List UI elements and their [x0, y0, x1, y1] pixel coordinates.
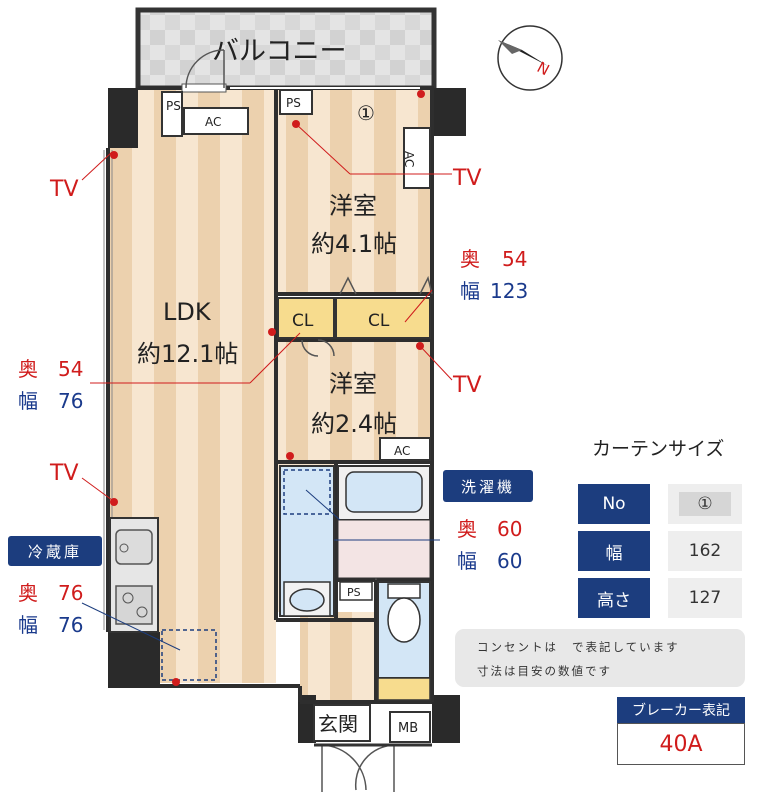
tv-label-2: TV — [452, 166, 482, 191]
curtain-row-value-width: 162 — [668, 531, 742, 571]
western1-name: 洋室 — [329, 192, 377, 220]
toilet-room — [377, 581, 431, 701]
wall-blocks — [108, 88, 466, 743]
svg-text:奥: 奥 — [18, 581, 38, 605]
balcony-door — [181, 49, 227, 93]
note-line-1: コンセントはで表記しています — [477, 640, 680, 654]
legend-note: コンセントはで表記しています 寸法は目安の数値です — [455, 629, 745, 687]
svg-text:奥: 奥 — [460, 247, 480, 271]
window-number-marker: ① — [357, 101, 375, 125]
ldk-curtain-dims: 奥 54 幅 76 — [18, 357, 83, 413]
svg-text:幅: 幅 — [457, 549, 477, 573]
tv-label-3: TV — [452, 373, 482, 398]
curtain-row-label-height: 高さ — [578, 578, 650, 618]
svg-text:幅: 幅 — [18, 613, 38, 637]
note-line-2: 寸法は目安の数値です — [477, 664, 612, 678]
svg-text:幅: 幅 — [18, 389, 38, 413]
compass-icon: N — [497, 25, 563, 91]
svg-text:76: 76 — [58, 581, 83, 605]
svg-text:奥: 奥 — [18, 357, 38, 381]
western2-size: 約2.4帖 — [311, 410, 397, 438]
curtain-number-badge: ① — [679, 492, 731, 516]
western2-name: 洋室 — [329, 370, 377, 398]
svg-text:AC: AC — [205, 115, 221, 129]
ps-box-left: PS — [161, 91, 183, 137]
closet-large: CL — [335, 297, 431, 339]
breaker-value: 40A — [617, 723, 745, 765]
leader-lines — [81, 123, 453, 501]
svg-text:PS: PS — [347, 586, 361, 599]
bathroom — [337, 465, 431, 579]
svg-text:奥: 奥 — [457, 517, 477, 541]
curtain-row-label-no: No — [578, 484, 650, 524]
svg-text:60: 60 — [497, 549, 522, 573]
svg-text:76: 76 — [58, 389, 83, 413]
ac-box-western1: AC — [402, 127, 431, 189]
svg-text:PS: PS — [166, 99, 181, 113]
ps-box-right: PS — [279, 89, 313, 115]
svg-text:123: 123 — [490, 279, 528, 303]
svg-text:玄関: 玄関 — [318, 712, 358, 736]
curtain-row-value-height: 127 — [668, 578, 742, 618]
kitchen — [109, 517, 217, 681]
ac-box-western2: AC — [379, 437, 431, 461]
svg-text:60: 60 — [497, 517, 522, 541]
svg-text:PS: PS — [286, 96, 301, 110]
fridge-dims: 奥 76 幅 76 — [18, 581, 83, 637]
svg-text:76: 76 — [58, 613, 83, 637]
svg-text:幅: 幅 — [460, 279, 480, 303]
svg-text:CL: CL — [368, 311, 390, 331]
svg-text:54: 54 — [58, 357, 83, 381]
svg-text:MB: MB — [398, 721, 418, 736]
closet-curtain-dims: 奥 54 幅 123 — [460, 247, 528, 303]
svg-text:AC: AC — [394, 444, 410, 458]
ldk-name: LDK — [163, 298, 212, 326]
balcony: バルコニー — [135, 7, 437, 91]
svg-text:①: ① — [357, 101, 375, 125]
washer-dims: 奥 60 幅 60 — [457, 517, 522, 573]
ldk-size: 約12.1帖 — [137, 340, 238, 368]
closet-small: CL — [277, 297, 335, 339]
svg-text:AC: AC — [402, 151, 416, 167]
tv-label-1: TV — [49, 177, 79, 202]
ps-box-small: PS — [339, 581, 373, 601]
floor-area — [108, 88, 432, 702]
tv-label-4: TV — [49, 461, 79, 486]
svg-text:CL: CL — [292, 311, 314, 331]
washer-tag: 洗濯機 — [443, 470, 533, 502]
entrance: 玄関 MB — [313, 704, 432, 792]
svg-text:54: 54 — [502, 247, 527, 271]
western1-size: 約4.1帖 — [311, 230, 397, 258]
balcony-label: バルコニー — [212, 36, 346, 67]
curtain-row-value-no: ① — [668, 484, 742, 524]
ac-box-left: AC — [183, 107, 249, 135]
curtain-row-label-width: 幅 — [578, 531, 650, 571]
fridge-tag: 冷蔵庫 — [8, 536, 102, 566]
breaker-label: ブレーカー表記 — [617, 697, 745, 723]
